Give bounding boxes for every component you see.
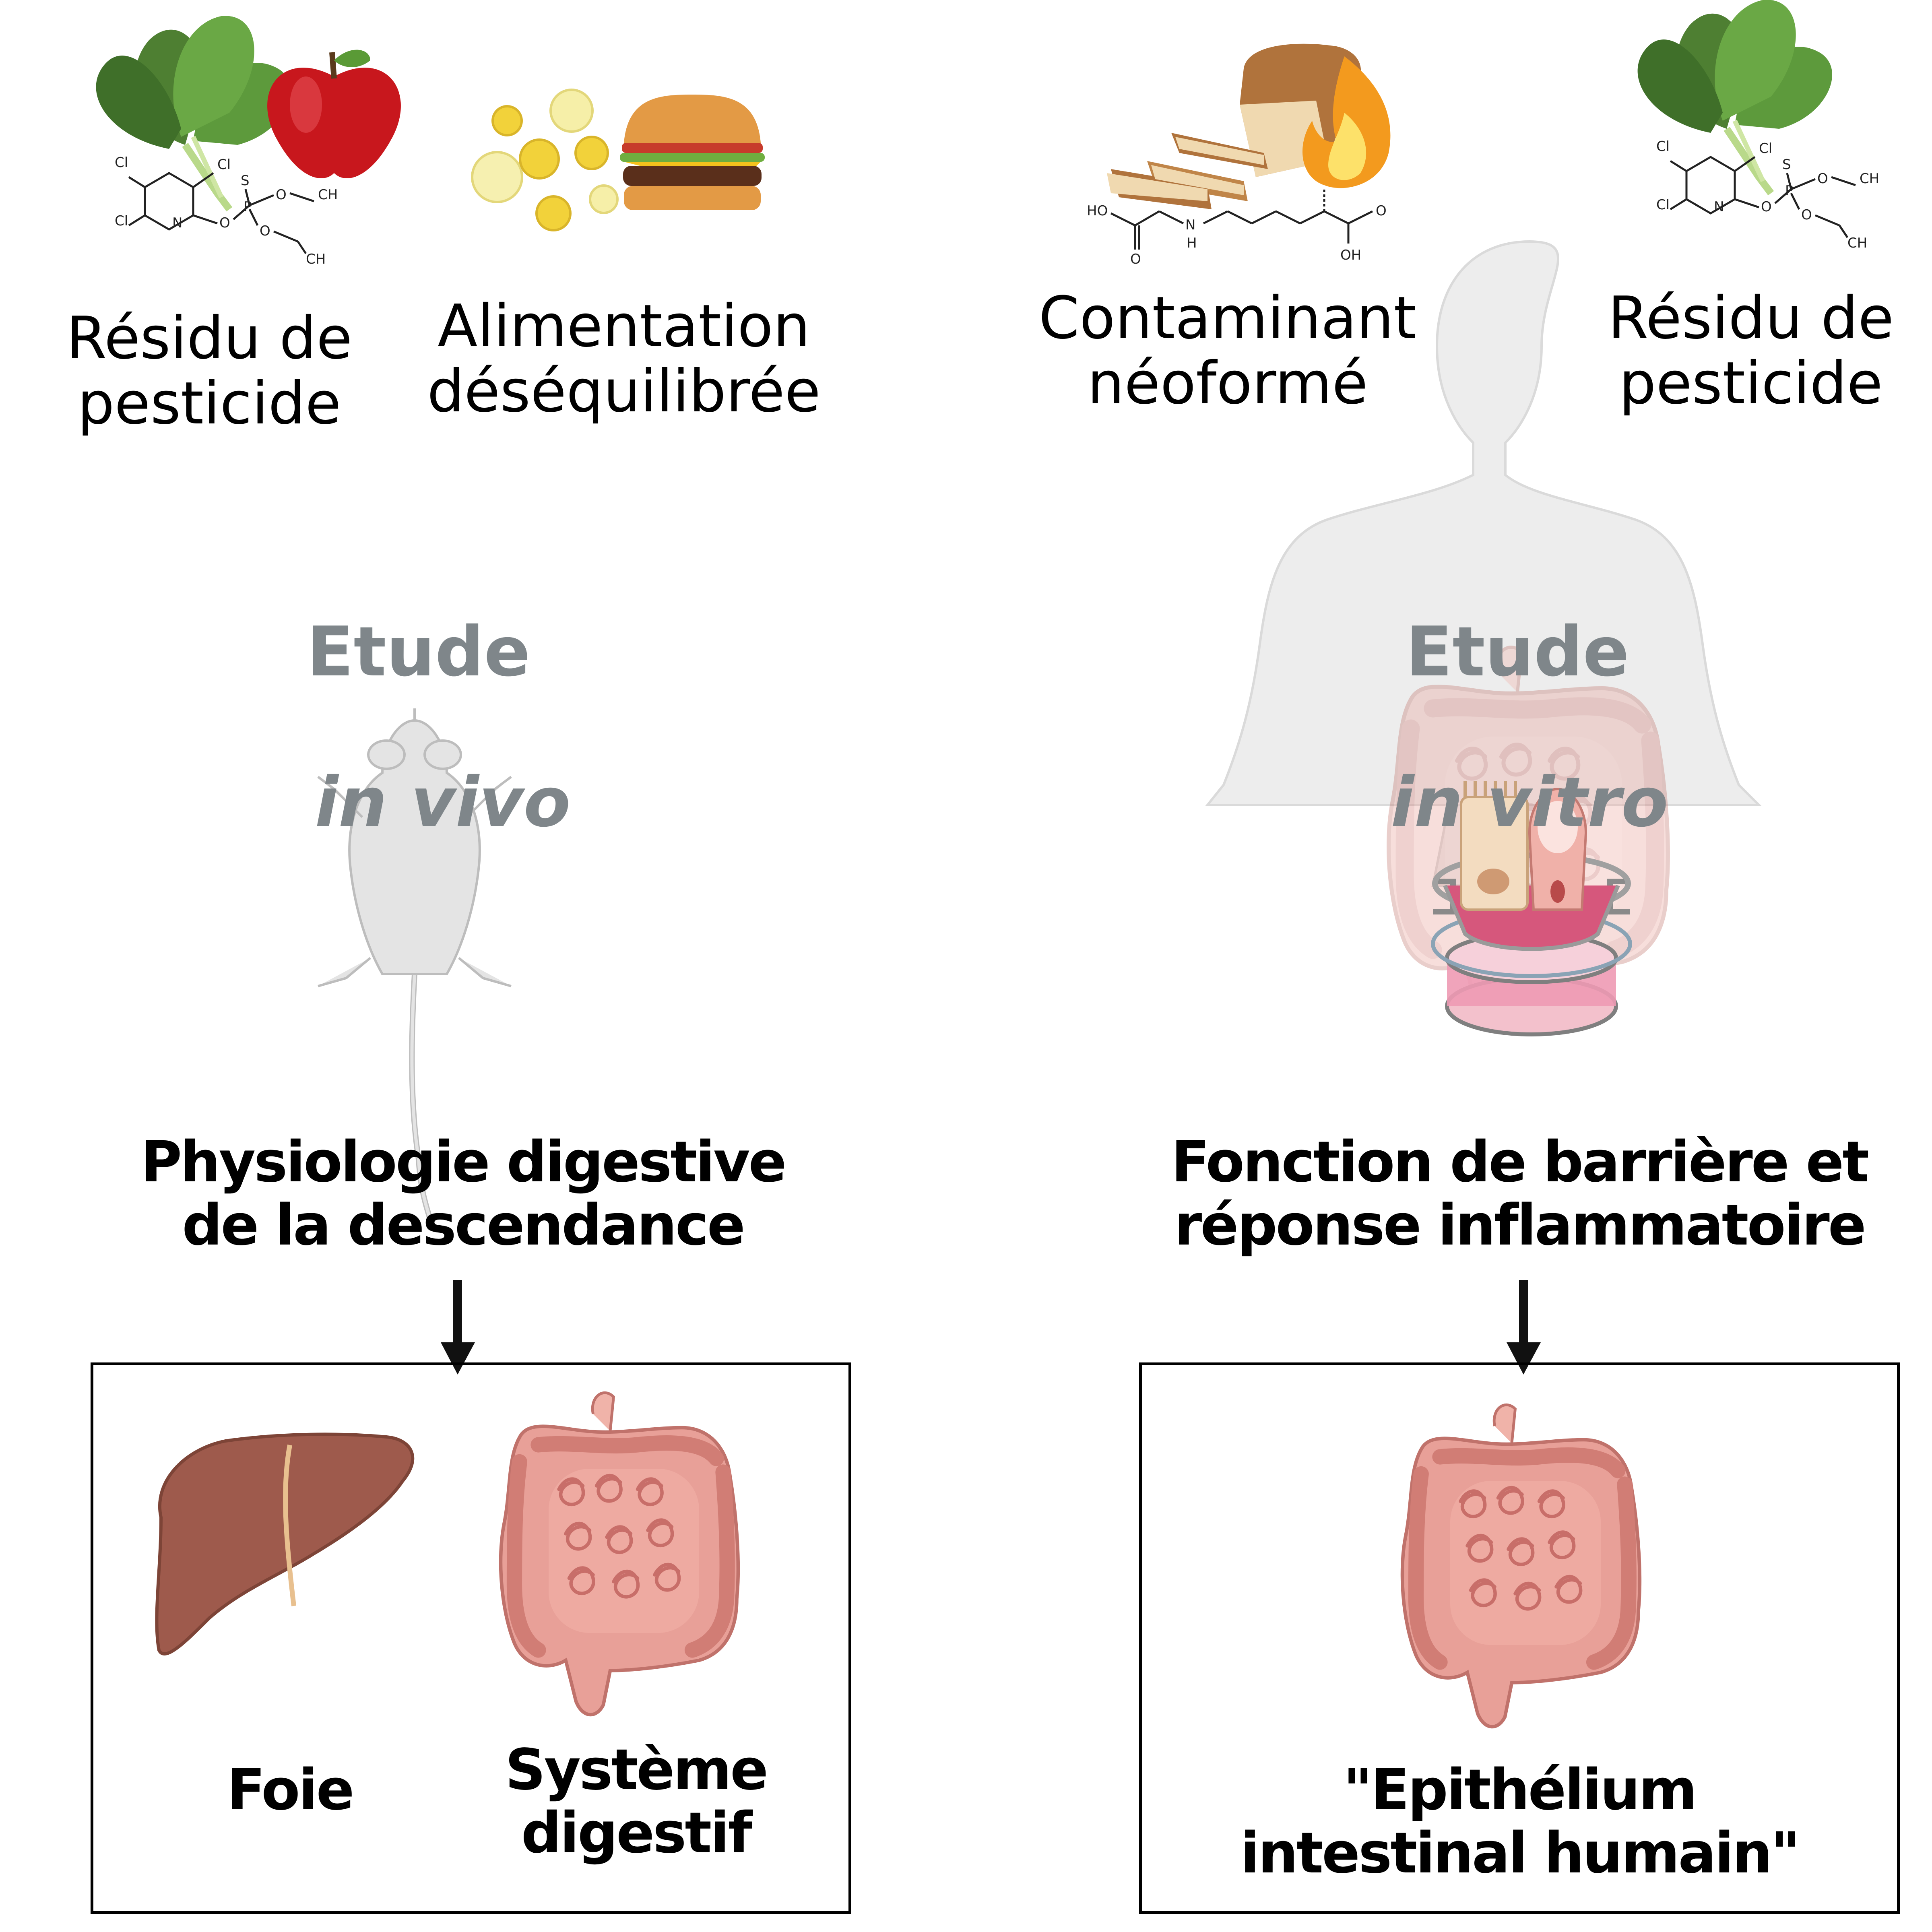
chem-label: O xyxy=(1801,207,1812,223)
box-in-vivo-organs xyxy=(91,1362,851,1914)
study-word-right: Etude xyxy=(1406,612,1629,692)
chem-label: P xyxy=(1785,183,1794,199)
chem-label: Cl xyxy=(1656,138,1670,155)
chem-label: O xyxy=(1817,171,1828,187)
label-unbalanced-diet: Alimentation déséquilibrée xyxy=(427,292,821,426)
chem-label: O xyxy=(260,223,270,239)
label-liver: Foie xyxy=(227,1757,354,1823)
burger-icon xyxy=(620,95,765,210)
chem-label: O xyxy=(1376,203,1387,219)
chem-label: O xyxy=(219,215,230,231)
chem-label: Cl xyxy=(115,155,128,171)
chem-label: Cl xyxy=(1759,140,1772,157)
label-pesticide-right: Résidu de pesticide xyxy=(1608,284,1894,418)
fire-icon xyxy=(1302,56,1391,188)
chem-label: O xyxy=(276,187,287,203)
box-in-vitro-model xyxy=(1139,1362,1900,1914)
mouse-icon xyxy=(317,708,512,1229)
spinach-icon xyxy=(96,16,291,209)
chem-label: N xyxy=(1714,199,1724,215)
chem-label: CH xyxy=(318,187,338,203)
contaminant-molecule xyxy=(1110,189,1373,250)
arrow-right xyxy=(1507,1280,1541,1375)
label-intestinal-epithelium: "Epithélium intestinal humain" xyxy=(1240,1757,1800,1886)
arrow-left xyxy=(441,1280,475,1375)
pesticide-molecule-left xyxy=(128,172,314,254)
pesticide-molecule-right xyxy=(1670,156,1856,238)
study-title-right: Etude in vitro xyxy=(1368,539,1690,840)
study-word-left: Etude xyxy=(307,612,530,692)
apple-icon xyxy=(267,50,401,179)
transwell-icon xyxy=(1431,781,1632,1036)
chem-label: S xyxy=(1782,157,1791,173)
outcome-left: Physiologie digestive de la descendance xyxy=(140,1129,787,1258)
chem-label: O xyxy=(1130,251,1141,267)
chem-label: S xyxy=(241,173,250,189)
chem-label: CH xyxy=(306,251,326,267)
chem-label: P xyxy=(244,199,252,215)
chem-label: OH xyxy=(1340,247,1361,263)
label-pesticide-left: Résidu de pesticide xyxy=(66,304,353,438)
chem-label: Cl xyxy=(217,157,231,173)
study-mode-in-vitro: in vitro xyxy=(1391,763,1668,842)
chem-label: N xyxy=(172,215,182,231)
chem-label: CH xyxy=(1860,171,1879,187)
study-mode-in-vivo: in vivo xyxy=(315,763,571,842)
oil-droplets-icon xyxy=(471,89,619,231)
chem-label: HO xyxy=(1087,203,1108,219)
spinach-icon xyxy=(1638,0,1832,193)
chem-label: Cl xyxy=(1656,197,1670,213)
chem-label: Cl xyxy=(115,213,128,229)
study-title-left: Etude in vivo xyxy=(282,539,604,840)
chem-label: N xyxy=(1185,217,1195,233)
chem-label: H xyxy=(1187,235,1197,251)
liver-icon xyxy=(155,1432,415,1655)
outcome-right: Fonction de barrière et réponse inflamma… xyxy=(1171,1129,1870,1258)
chem-label: CH xyxy=(1847,235,1867,251)
chem-label: O xyxy=(1761,199,1772,215)
label-neoformed-contaminant: Contaminant néoformé xyxy=(1038,284,1417,418)
label-digestive-system: Système digestif xyxy=(505,1737,768,1866)
